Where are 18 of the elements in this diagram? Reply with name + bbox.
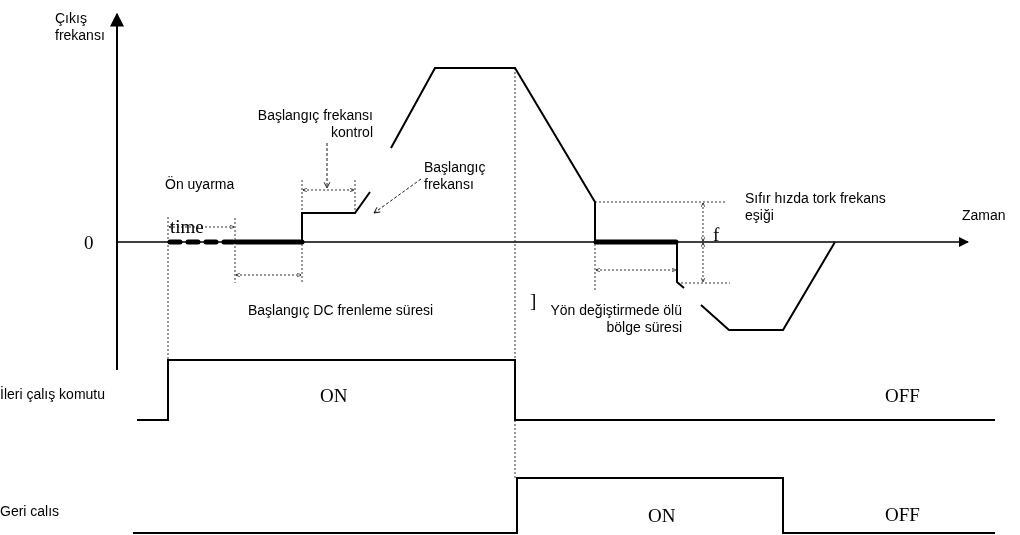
state-label: OFF xyxy=(885,504,921,525)
axis-label: Zaman xyxy=(962,207,1007,224)
annotation-text: Başlangıç DC frenleme süresi xyxy=(248,302,435,319)
stray-mark: ] xyxy=(530,290,538,311)
signal-label: Geri calıs xyxy=(0,503,61,520)
annotation-text: Başlangıç frekansı kontrol xyxy=(228,107,373,141)
symbol-label: f xyxy=(713,224,721,245)
zero-label: 0 xyxy=(84,232,95,253)
state-label: OFF xyxy=(885,385,921,406)
state-label: ON xyxy=(648,505,677,526)
annotation-text: Başlangıç frekansı xyxy=(424,159,504,193)
axis-label: Çıkış frekansı xyxy=(55,10,106,44)
annotation-text: Sıfır hızda tork frekans eşiği xyxy=(745,190,887,224)
annotation-text: Yön değiştirmede ölü bölge süresi xyxy=(549,302,682,336)
state-label: ON xyxy=(320,385,349,406)
signal-label: İleri çalış komutu xyxy=(0,386,107,403)
annotation-text: Ön uyarma xyxy=(165,176,236,193)
time-label: time xyxy=(170,216,205,237)
